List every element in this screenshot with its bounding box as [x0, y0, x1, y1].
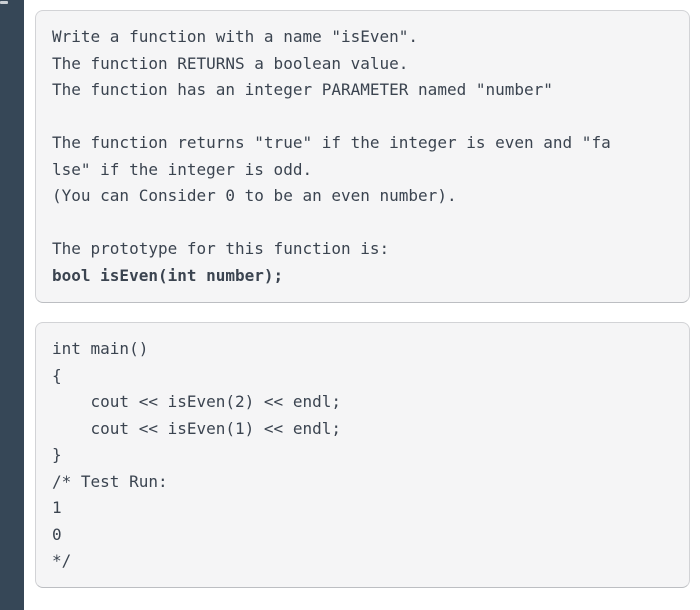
- code-line: int main(): [52, 339, 149, 358]
- code-line: 1: [52, 498, 62, 517]
- code-line: The function has an integer PARAMETER na…: [52, 80, 553, 99]
- code-line: 0: [52, 524, 62, 544]
- code-line: cout << isEven(2) << endl;: [52, 392, 341, 411]
- code-line: bool isEven(int number);: [52, 265, 284, 285]
- code-line: [52, 104, 673, 131]
- code-line: (You can Consider 0 to be an even number…: [52, 186, 457, 205]
- problem-statement-text: Write a function with a name "isEven". Th…: [52, 24, 673, 289]
- code-line: The prototype for this function is:: [52, 239, 390, 258]
- sidebar: [0, 0, 24, 610]
- sidebar-handle-icon: [0, 1, 8, 4]
- code-line: {: [52, 365, 62, 385]
- code-line: [52, 210, 673, 237]
- code-line: cout << isEven(1) << endl;: [52, 418, 341, 438]
- code-line: /* Test Run:: [52, 471, 168, 491]
- code-line: }: [52, 445, 62, 464]
- test-code-text: int main() { cout << isEven(2) << endl; c…: [52, 336, 673, 575]
- test-code-panel: int main() { cout << isEven(2) << endl; c…: [35, 322, 690, 588]
- code-line: */: [52, 551, 72, 570]
- code-line: Write a function with a name "isEven".: [52, 27, 419, 46]
- code-line: The function RETURNS a boolean value.: [52, 53, 409, 73]
- problem-statement-panel: Write a function with a name "isEven". Th…: [35, 10, 690, 303]
- code-line: The function returns "true" if the integ…: [52, 133, 611, 152]
- code-line: lse" if the integer is odd.: [52, 159, 313, 179]
